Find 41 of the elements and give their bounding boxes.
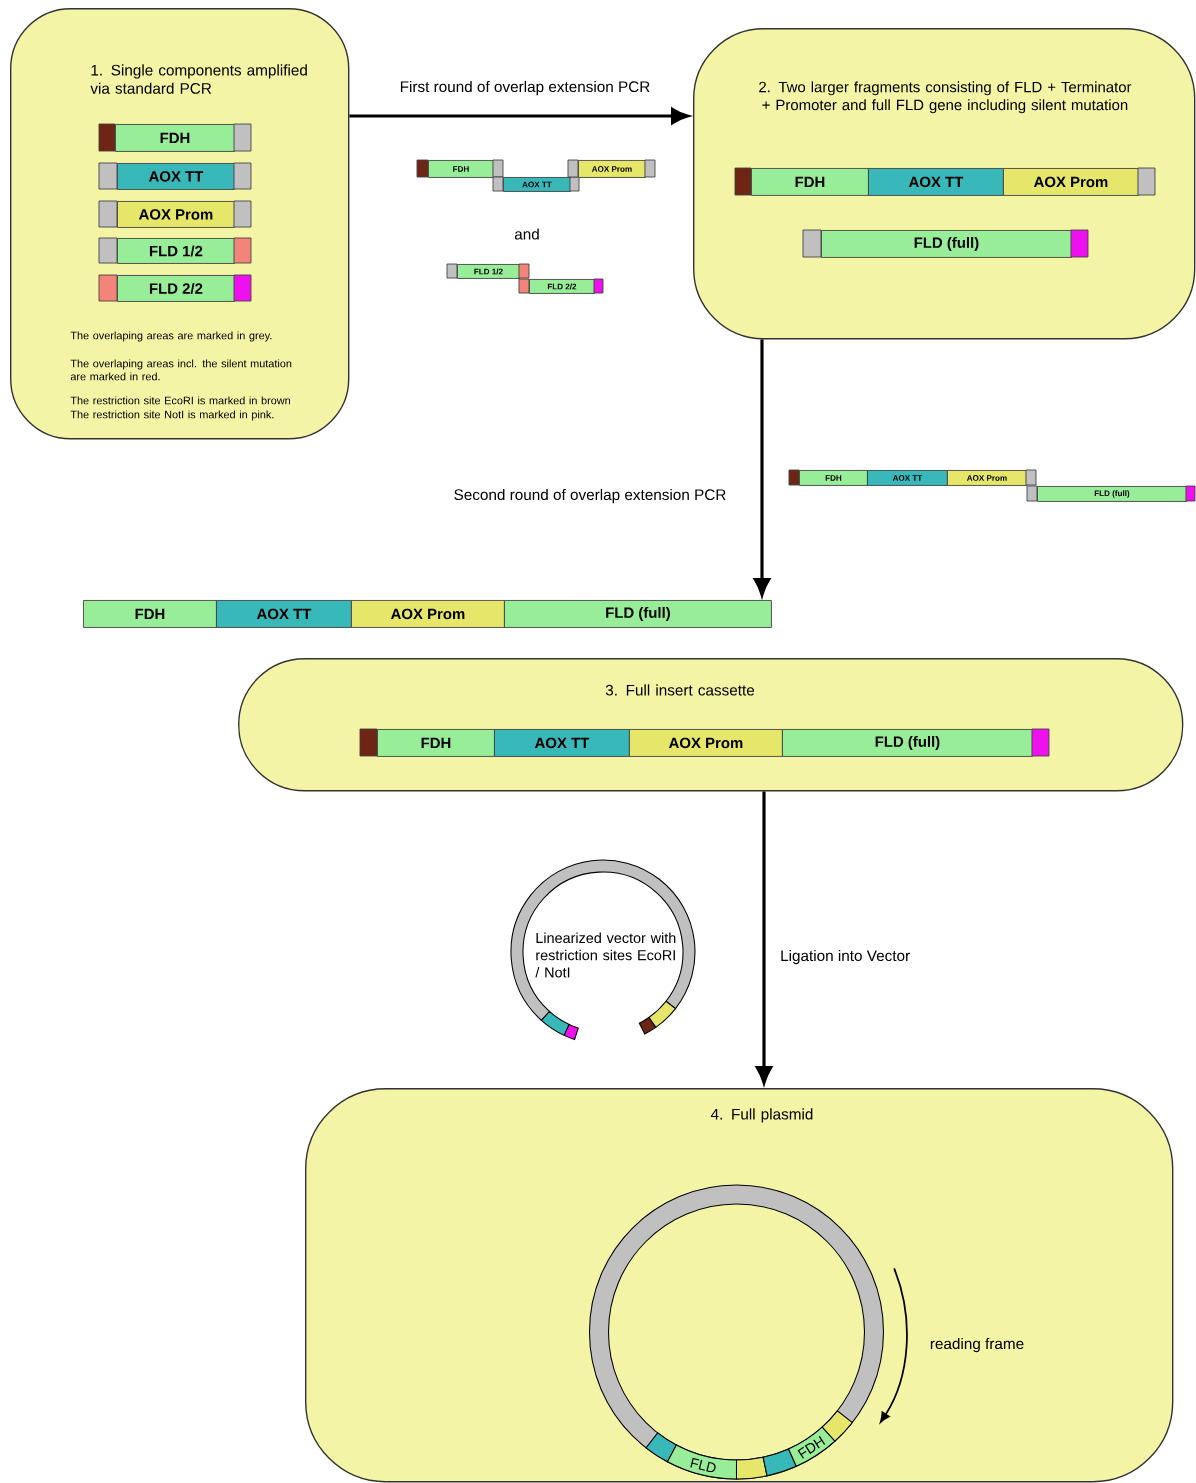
gene-segment: FLD	[666, 1444, 737, 1480]
note: The overlaping areas are marked in grey.	[70, 331, 272, 342]
gene-segment: AOX Prom	[117, 201, 235, 228]
gene-segment: AOX Prom	[947, 470, 1027, 486]
gene-segment: FDH	[751, 168, 869, 196]
heading: 1. Single components amplified via standard PCR	[90, 64, 307, 94]
gene-segment: FLD 1/2	[117, 238, 235, 264]
gene-segment: AOX Prom	[629, 729, 783, 757]
note: The overlaping areas incl. the silent mutation are marked in red.	[70, 359, 292, 381]
edge-label: Second round of overlap extension PCR	[454, 488, 726, 504]
label: and	[514, 228, 539, 240]
gene-segment: AOX TT	[867, 470, 948, 486]
gene-segment: AOX Prom	[351, 600, 505, 628]
gene-segment: FLD (full)	[504, 600, 772, 628]
gene-segment: FDH	[115, 124, 235, 152]
gene-segment: FLD 1/2	[457, 264, 520, 279]
gene-segment: FDH	[83, 600, 217, 628]
gene-segment: FDH	[377, 729, 495, 757]
gene-segment: AOX TT	[494, 729, 630, 757]
gene-segment: FLD 2/2	[529, 279, 595, 294]
gene-segment: AOX Prom	[1003, 168, 1139, 196]
gene-segment: FLD (full)	[1037, 486, 1187, 502]
gene-segment: FLD 2/2	[117, 275, 235, 302]
edge-label: First round of overlap extension PCR	[400, 80, 650, 96]
gene-segment: FLD (full)	[782, 729, 1033, 757]
heading: 3. Full insert cassette	[605, 684, 755, 696]
gene-segment: AOX Prom	[578, 160, 646, 178]
gene-segment: FDH	[428, 160, 494, 178]
gene-segment: AOX TT	[117, 163, 235, 190]
gene-segment: AOX TT	[868, 168, 1004, 196]
note: The restriction site NotI is marked in pink.	[70, 410, 274, 421]
heading: 4. Full plasmid	[710, 1108, 813, 1123]
gene-segment: FLD (full)	[821, 230, 1072, 258]
gene-segment: FDH	[788, 1426, 836, 1467]
note: The restriction site EcoRI is marked in brown	[70, 396, 290, 405]
gene-segment: FDH	[799, 470, 868, 486]
label: reading frame	[930, 1337, 1024, 1353]
gene-segment: AOX TT	[503, 177, 571, 192]
edge-label: Ligation into Vector	[781, 949, 910, 965]
heading: 2. Two larger fragments consisting of FLD + Terminator + Promoter and full FLD gene including silent mutation	[759, 81, 1132, 114]
gene-segment: AOX TT	[216, 600, 352, 628]
